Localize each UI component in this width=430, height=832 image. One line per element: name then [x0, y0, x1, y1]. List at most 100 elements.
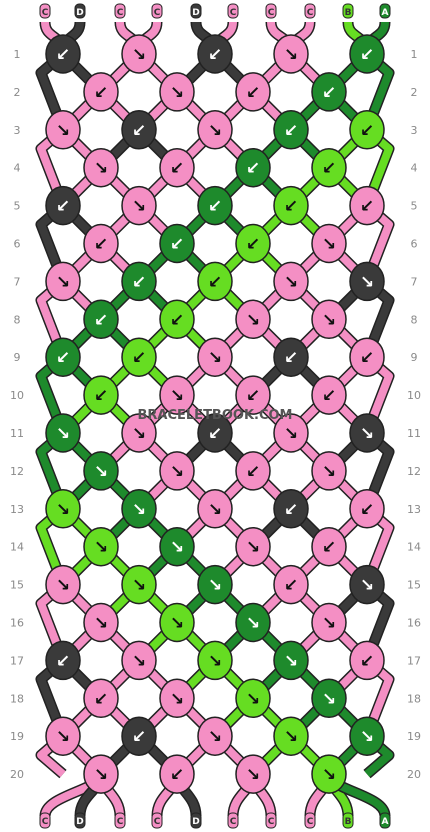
knot: ↙	[159, 299, 195, 340]
knot-oval	[311, 223, 347, 264]
knot-grid: ↙↘↙↘↙↙↘↙↙↘↙↘↙↙↘↙↙↙↙↘↙↙↙↙↙↙↘↘↙↙↘↘↙↙↘↘↙↙↘↙…	[45, 34, 385, 794]
knot: ↙	[83, 678, 119, 719]
knot: ↘	[197, 640, 233, 681]
knot-oval	[121, 261, 157, 302]
knot-oval	[121, 337, 157, 377]
row-number-right: 18	[407, 692, 421, 705]
knot: ↘	[273, 261, 309, 302]
knot-oval	[197, 34, 233, 74]
row-number-right: 13	[407, 503, 421, 516]
top-strand-cap	[379, 3, 391, 19]
top-strand-letter: B	[345, 8, 352, 18]
knot: ↙	[121, 110, 157, 150]
arrow-down-left-icon: ↙	[170, 310, 184, 330]
knot: ↙	[349, 34, 385, 74]
knot-oval	[159, 451, 195, 491]
knot-oval	[45, 34, 81, 74]
knot-oval	[197, 564, 233, 605]
knot: ↙	[83, 375, 119, 415]
knot: ↙	[45, 34, 81, 74]
knot-oval	[45, 261, 81, 302]
row-number-left: 5	[14, 200, 21, 213]
knot-oval	[83, 602, 119, 643]
row-number-right: 8	[411, 313, 418, 326]
knot-oval	[45, 716, 81, 756]
arrow-down-right-icon: ↘	[56, 424, 70, 444]
arrow-down-left-icon: ↙	[208, 272, 222, 292]
knot-oval	[235, 375, 271, 415]
arrow-down-right-icon: ↘	[322, 614, 336, 634]
knot: ↘	[159, 72, 195, 112]
knot: ↙	[349, 337, 385, 377]
knot-oval	[273, 110, 309, 150]
bottom-strand-cap	[379, 812, 391, 829]
row-number-right: 14	[407, 541, 421, 554]
knot: ↘	[273, 716, 309, 756]
knot: ↘	[121, 34, 157, 74]
knot: ↙	[235, 147, 271, 188]
row-number-right: 4	[411, 162, 418, 175]
knot-oval	[349, 185, 385, 226]
knot-oval	[235, 526, 271, 567]
arrow-down-right-icon: ↘	[246, 310, 260, 330]
knot-oval	[159, 223, 195, 264]
knot-oval	[159, 754, 195, 794]
row-number-left: 2	[14, 86, 21, 99]
knot-oval	[235, 602, 271, 643]
knot-oval	[159, 678, 195, 719]
knot: ↙	[121, 716, 157, 756]
top-strand-letter: D	[76, 8, 83, 18]
arrow-down-left-icon: ↙	[360, 651, 374, 671]
knot: ↘	[311, 602, 347, 643]
arrow-down-right-icon: ↘	[322, 235, 336, 255]
knot: ↙	[273, 489, 309, 529]
knot-oval	[349, 413, 385, 453]
knot: ↙	[349, 185, 385, 226]
arrow-down-left-icon: ↙	[56, 197, 70, 217]
knot: ↘	[83, 147, 119, 188]
knot: ↙	[311, 72, 347, 112]
knot-oval	[159, 72, 195, 112]
bottom-strand-cap	[114, 812, 126, 829]
row-number-right: 19	[407, 730, 421, 743]
arrow-down-right-icon: ↘	[208, 727, 222, 747]
arrow-down-left-icon: ↙	[246, 159, 260, 179]
row-number-left: 20	[10, 768, 24, 781]
knot: ↙	[197, 185, 233, 226]
arrow-down-right-icon: ↘	[360, 727, 374, 747]
knot-oval	[235, 299, 271, 340]
knot-oval	[311, 526, 347, 567]
bottom-strand-cap	[304, 812, 316, 829]
knot: ↙	[197, 413, 233, 453]
knot: ↙	[311, 147, 347, 188]
arrow-down-left-icon: ↙	[94, 310, 108, 330]
knot-oval	[273, 716, 309, 756]
top-strand-letter: D	[192, 8, 199, 18]
arrow-down-right-icon: ↘	[94, 538, 108, 558]
knot-oval	[83, 375, 119, 415]
knot: ↘	[121, 564, 157, 605]
row-number-left: 15	[10, 579, 24, 592]
knot-oval	[159, 375, 195, 415]
knot-oval	[121, 34, 157, 74]
arrow-down-right-icon: ↘	[284, 272, 298, 292]
knot: ↘	[121, 640, 157, 681]
top-strand-letter: C	[307, 8, 314, 18]
arrow-down-right-icon: ↘	[170, 538, 184, 558]
knot-oval	[273, 34, 309, 74]
knot-oval	[197, 640, 233, 681]
top-strand-cap	[190, 3, 202, 19]
arrow-down-left-icon: ↙	[132, 272, 146, 292]
knot: ↘	[121, 413, 157, 453]
knot-oval	[121, 185, 157, 226]
arrow-down-left-icon: ↙	[170, 765, 184, 785]
arrow-down-right-icon: ↘	[322, 462, 336, 482]
knot-oval	[349, 34, 385, 74]
arrow-down-right-icon: ↘	[170, 689, 184, 709]
row-number-left: 18	[10, 692, 24, 705]
knot: ↘	[45, 110, 81, 150]
row-number-left: 4	[14, 162, 21, 175]
knot: ↘	[235, 678, 271, 719]
knot-oval	[45, 564, 81, 605]
knot-oval	[83, 678, 119, 719]
